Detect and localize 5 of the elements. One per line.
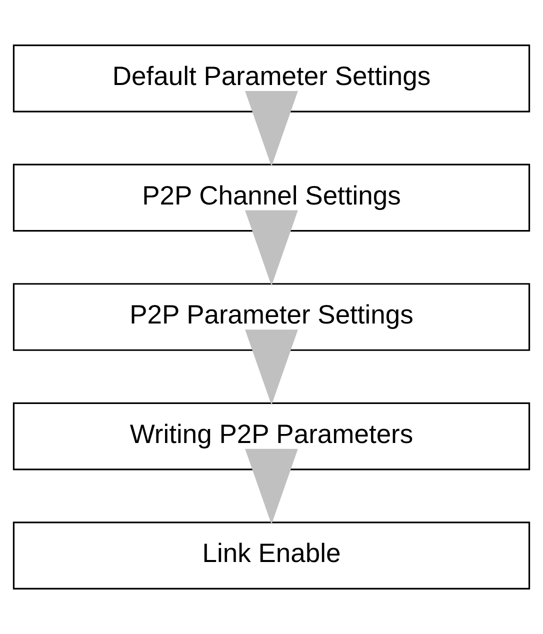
node-box: Link Enable — [12, 522, 530, 590]
arrow — [245, 330, 298, 406]
arrow — [245, 448, 298, 524]
arrow — [245, 210, 298, 286]
arrow — [245, 91, 298, 167]
